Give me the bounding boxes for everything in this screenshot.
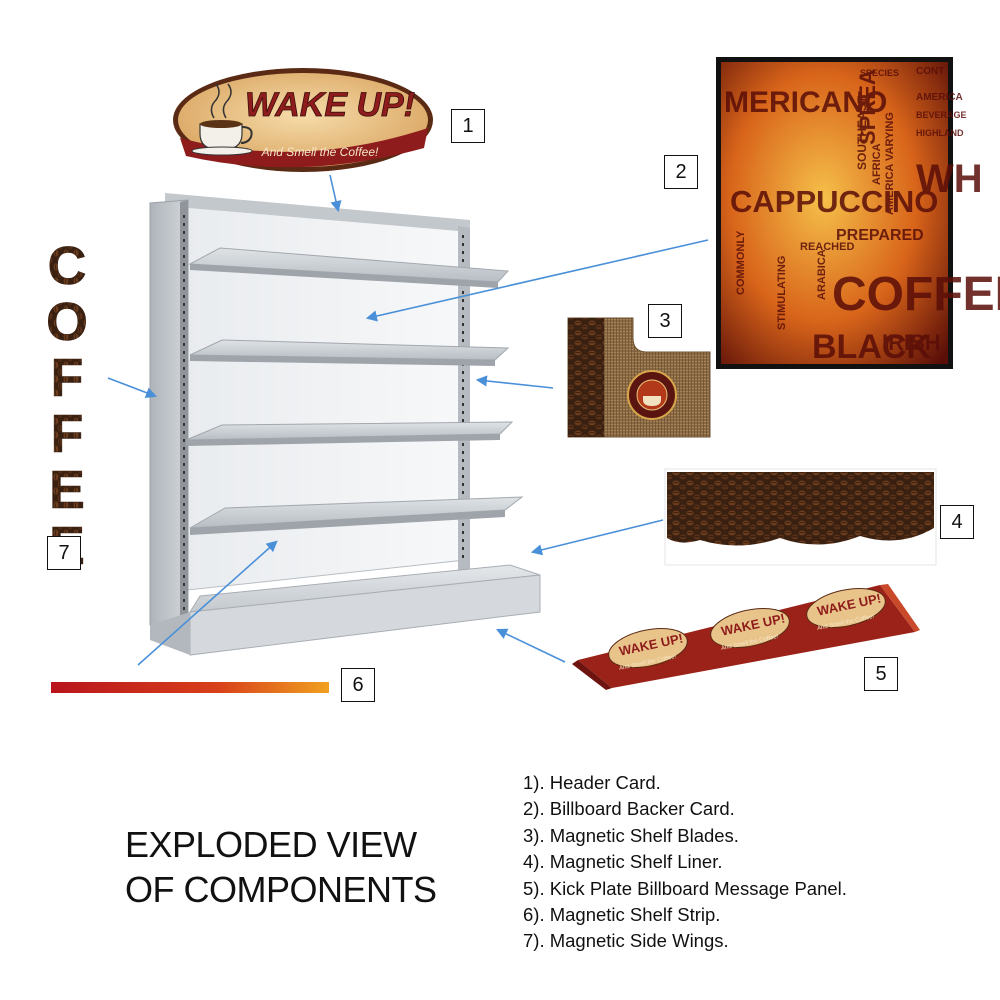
billboard-word-12: PREPARED (836, 227, 924, 244)
billboard-word-3: COFFEE (832, 268, 1000, 321)
legend-item-magnetic-shelf-liner: 4). Magnetic Shelf Liner. (523, 851, 723, 873)
header-card: WAKE UP! And Smell the Coffee! (173, 68, 433, 172)
billboard-word-11: ARABICA (816, 249, 828, 300)
legend-item-kick-plate-panel: 5). Kick Plate Billboard Message Panel. (523, 877, 847, 899)
callout-1: 1 (451, 109, 485, 143)
magnetic-shelf-strip (51, 682, 329, 693)
callout-arrows (107, 174, 709, 666)
legend-item-header-card: 1). Header Card. (523, 772, 661, 793)
billboard-word-20: HIGHLAND (916, 128, 964, 138)
components-legend: 1). Header Card. 2). Billboard Backer Ca… (523, 770, 847, 955)
kick-plate-logo-1: WAKE UP! And Smell the Coffee! (608, 628, 688, 672)
coffee-cup-icon (191, 83, 253, 156)
arrow-billboard (365, 239, 709, 322)
arrow-shelf-liner (530, 519, 664, 556)
arrow-shelf-strip (137, 540, 278, 666)
billboard-word-7: SOUTHEAST (855, 95, 869, 170)
billboard-backer-card: MERICANO CAPPUCCINO COFFEE BLACK IRISH S… (716, 57, 1000, 369)
magnetic-shelf-blade (567, 317, 711, 438)
billboard-word-6: SPREA (855, 69, 880, 145)
diagram-title: EXPLODED VIEW OF COMPONENTS (125, 822, 485, 912)
arrow-kick-plate (495, 628, 566, 663)
billboard-word-19: BEVERAGE (916, 110, 967, 120)
title-line-1: EXPLODED VIEW (125, 824, 417, 865)
billboard-word-15: WH (916, 157, 983, 201)
billboard-word-8: AFRICA (871, 143, 883, 185)
legend-item-magnetic-shelf-blades: 3). Magnetic Shelf Blades. (523, 824, 739, 846)
legend-item-billboard-backer-card: 2). Billboard Backer Card. (523, 798, 735, 820)
legend-item-magnetic-shelf-strip: 6). Magnetic Shelf Strip. (523, 904, 721, 926)
kick-plate-panel: WAKE UP! And Smell the Coffee! WAKE UP! … (572, 584, 920, 690)
header-card-headline: WAKE UP! (245, 86, 415, 124)
callout-6: 6 (341, 668, 375, 702)
billboard-word-10: REACHED (800, 241, 854, 253)
billboard-word-17: CONT (916, 66, 944, 77)
kick-plate-logo-3: WAKE UP! And Smell the Coffee! (806, 588, 886, 632)
arrow-header-card (329, 174, 342, 213)
billboard-word-1: MERICANO (724, 86, 887, 119)
callout-3: 3 (648, 304, 682, 338)
shelving-unit (149, 193, 541, 656)
callout-7: 7 (47, 536, 81, 570)
magnetic-shelf-liner (664, 468, 937, 566)
shelf-4 (189, 496, 524, 535)
billboard-word-2: CAPPUCCINO (730, 184, 938, 219)
billboard-word-9: AMERICA VARYING (884, 112, 896, 215)
arrow-shelf-blade (475, 375, 554, 389)
magnetic-side-wing: COFFEE (37, 230, 97, 572)
billboard-word-18: AMERICA (916, 92, 963, 103)
side-wing-word: COFFEE (37, 236, 97, 572)
shelf-3 (185, 421, 514, 446)
billboard-word-5: IRISH (882, 330, 941, 355)
header-card-tagline: And Smell the Coffee! (261, 145, 379, 159)
title-line-2: OF COMPONENTS (125, 869, 437, 910)
billboard-word-16: SPECIES (860, 68, 899, 78)
arrow-side-wing (107, 377, 158, 399)
callout-2: 2 (664, 155, 698, 189)
billboard-word-4: BLACK (812, 328, 931, 366)
shelf-2 (189, 339, 510, 366)
shelf-1 (188, 247, 510, 288)
callout-5: 5 (864, 657, 898, 691)
legend-item-magnetic-side-wings: 7). Magnetic Side Wings. (523, 930, 729, 952)
billboard-word-14: STIMULATING (776, 256, 788, 330)
billboard-word-13: COMMONLY (735, 230, 747, 295)
callout-4: 4 (940, 505, 974, 539)
